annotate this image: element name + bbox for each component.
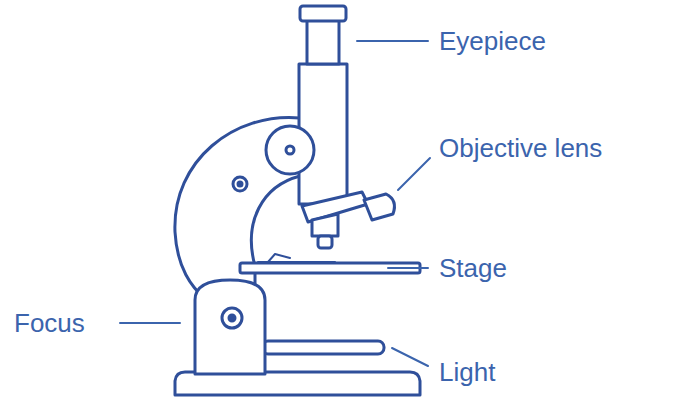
part-label: Eyepiece — [437, 26, 548, 56]
part-label: Focus — [12, 308, 87, 338]
focus-knob — [222, 308, 242, 328]
focus-knob-center — [229, 315, 235, 321]
leader-line — [388, 267, 428, 269]
part-label: Stage — [437, 253, 509, 283]
slide-clip — [268, 254, 290, 262]
part-label: Light — [437, 357, 497, 387]
part-label: Objective lens — [437, 133, 604, 163]
objective-lens — [312, 214, 338, 236]
eyepiece-cap — [300, 6, 346, 21]
leader-line — [392, 348, 428, 366]
leader-line — [357, 40, 428, 42]
focus-pillar — [195, 280, 265, 374]
coarse-knob-center — [286, 146, 294, 154]
light-bar — [262, 341, 384, 354]
side-objective — [364, 194, 394, 220]
eyepiece-tube — [307, 20, 339, 64]
fine-knob-center — [238, 182, 242, 186]
coarse-knob — [266, 126, 314, 174]
objective-tip — [318, 236, 332, 248]
leader-line — [398, 158, 430, 190]
leader-line — [120, 322, 180, 324]
fine-knob — [233, 177, 247, 191]
